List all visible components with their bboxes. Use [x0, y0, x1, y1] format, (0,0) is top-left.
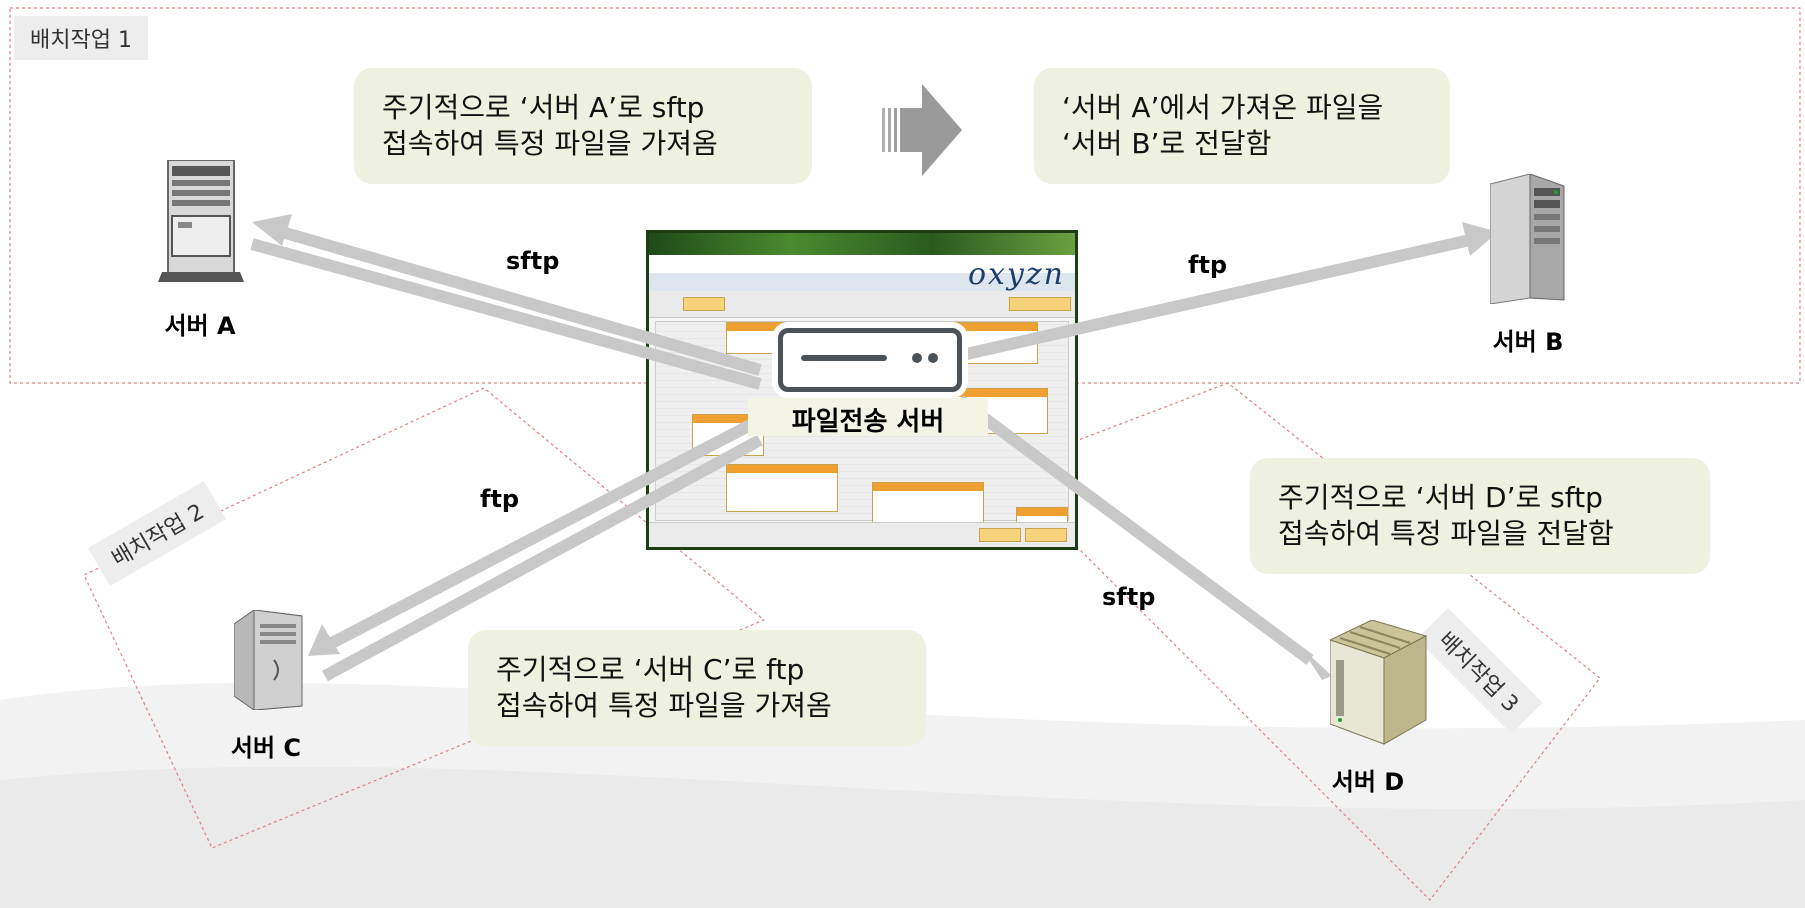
server-d-icon	[1330, 620, 1428, 745]
note-server-c-line1: 주기적으로 ‘서버 C’로 ftp	[496, 653, 805, 686]
arrow-to-server-c	[308, 414, 763, 656]
server-b-icon	[1490, 174, 1565, 304]
group-tag-1: 배치작업 1	[14, 16, 148, 60]
server-a-icon	[158, 160, 244, 282]
chevron-right-arrow-icon	[882, 84, 962, 176]
note-server-a-line1: 주기적으로 ‘서버 A’로 sftp	[382, 91, 705, 124]
protocol-label-server-d: sftp	[1102, 583, 1156, 611]
server-c-label: 서버 C	[230, 734, 302, 762]
app-toolbar-button	[1009, 297, 1071, 311]
file-server-label-bg	[748, 398, 988, 436]
server-d-label: 서버 D	[1331, 768, 1405, 796]
app-footer	[649, 522, 1075, 547]
app-titlebar	[649, 233, 1075, 255]
workflow-node	[872, 482, 984, 524]
note-server-a-line2: 접속하여 특정 파일을 가져옴	[382, 127, 718, 160]
note-server-b-line1: ‘서버 A’에서 가져온 파일을	[1062, 91, 1384, 124]
note-server-b-line2: ‘서버 B’로 전달함	[1062, 127, 1272, 160]
rack-server-icon	[778, 328, 962, 392]
protocol-label-server-c: ftp	[480, 485, 520, 513]
note-server-b: ‘서버 A’에서 가져온 파일을 ‘서버 B’로 전달함	[1034, 68, 1450, 184]
server-c-icon	[234, 610, 303, 710]
note-server-d: 주기적으로 ‘서버 D’로 sftp 접속하여 특정 파일을 전달함	[1250, 458, 1710, 574]
note-server-c: 주기적으로 ‘서버 C’로 ftp 접속하여 특정 파일을 가져옴	[468, 630, 926, 746]
arrow-to-server-a	[252, 214, 762, 376]
arrow-to-server-d	[956, 395, 1332, 680]
protocol-label-server-a: sftp	[506, 247, 560, 275]
app-logo: oxyzn	[967, 257, 1065, 292]
note-server-d-line1: 주기적으로 ‘서버 D’로 sftp	[1278, 481, 1603, 514]
app-footer-button	[979, 528, 1021, 542]
note-server-a: 주기적으로 ‘서버 A’로 sftp 접속하여 특정 파일을 가져옴	[354, 68, 812, 184]
app-menubar	[649, 273, 1075, 291]
app-toolbar	[649, 291, 1075, 318]
note-server-c-line2: 접속하여 특정 파일을 가져옴	[496, 689, 832, 722]
server-a-label: 서버 A	[164, 312, 236, 340]
arrow-from-server-c	[322, 434, 763, 682]
protocol-label-server-b: ftp	[1188, 251, 1228, 279]
workflow-node	[726, 464, 838, 512]
app-footer-button	[1025, 528, 1067, 542]
note-server-d-line2: 접속하여 특정 파일을 전달함	[1278, 517, 1614, 550]
file-server-label: 파일전송 서버	[791, 407, 945, 437]
app-toolbar-button	[683, 297, 725, 311]
arrow-from-server-a	[250, 238, 762, 390]
arrow-to-server-b	[938, 222, 1498, 366]
server-b-label: 서버 B	[1492, 328, 1564, 356]
